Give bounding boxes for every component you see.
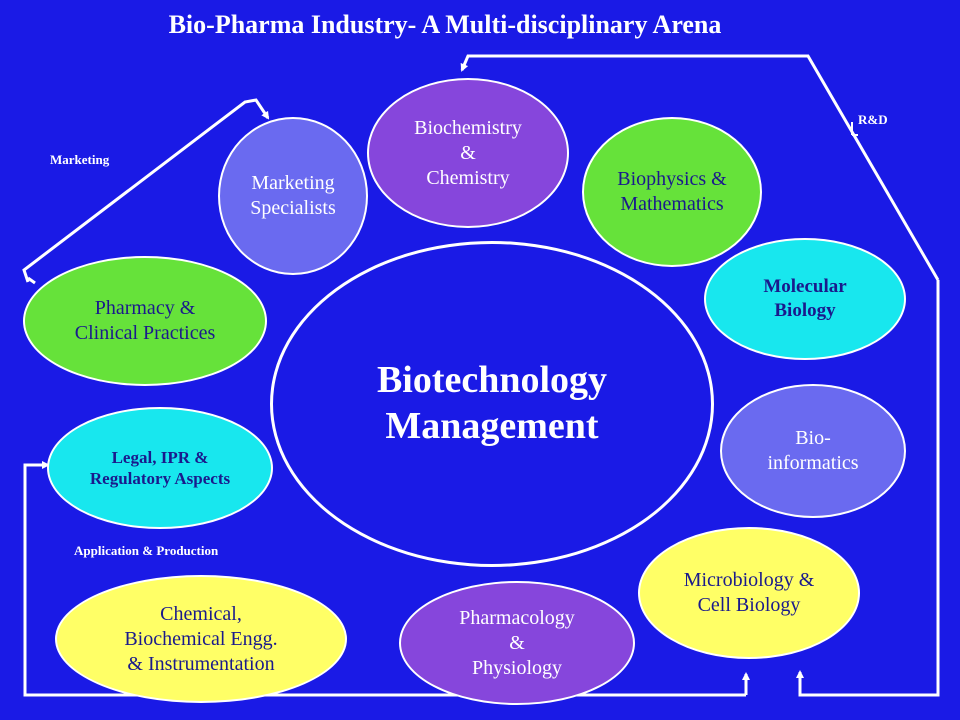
node-microbiology-cell-biology: Microbiology & Cell Biology xyxy=(638,527,860,659)
node-molecular-biology: Molecular Biology xyxy=(704,238,906,360)
node-biophysics-mathematics: Biophysics & Mathematics xyxy=(582,117,762,267)
node-legal-ipr-regulatory: Legal, IPR & Regulatory Aspects xyxy=(47,407,273,529)
diagram-title: Bio-Pharma Industry- A Multi-disciplinar… xyxy=(0,10,960,40)
biotechnology-management-hub: Biotechnology Management xyxy=(270,241,714,567)
node-chemical-biochemical-engineering: Chemical, Biochemical Engg. & Instrument… xyxy=(55,575,347,703)
diagram-title-text: Bio-Pharma Industry- A Multi-disciplinar… xyxy=(168,10,722,39)
application-production-label: Application & Production xyxy=(74,543,219,558)
rnd-label: R&D xyxy=(858,112,888,127)
application-loop-line xyxy=(23,461,746,697)
node-pharmacology-physiology: Pharmacology & Physiology xyxy=(399,581,635,705)
node-biochemistry-chemistry: Biochemistry & Chemistry xyxy=(367,78,569,228)
rnd-top-line xyxy=(460,54,940,281)
node-pharmacy-clinical-practices: Pharmacy & Clinical Practices xyxy=(23,256,267,386)
rnd-loop-line xyxy=(796,280,940,697)
node-marketing-specialists: Marketing Specialists xyxy=(218,117,368,275)
node-bioinformatics: Bio- informatics xyxy=(720,384,906,518)
marketing-arrow-back xyxy=(27,276,36,285)
marketing-arrow-line xyxy=(22,98,270,283)
marketing-label: Marketing xyxy=(50,152,110,167)
